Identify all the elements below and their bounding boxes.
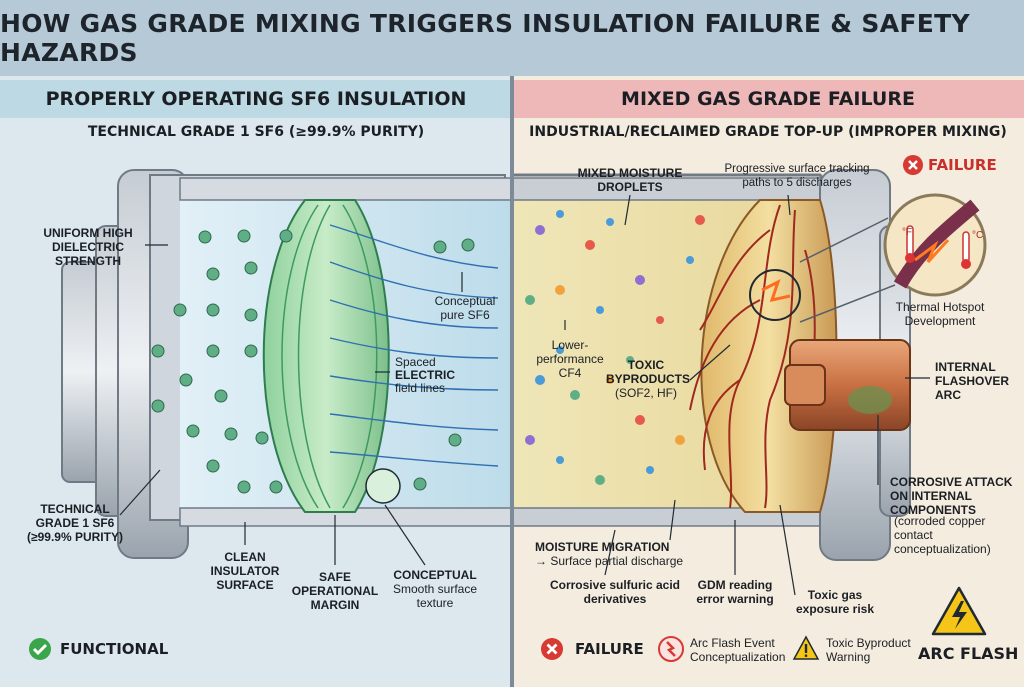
unit-celsius: °C [972,230,984,241]
label-toxic-byproducts: TOXIC BYPRODUCTS [606,358,691,386]
corroded-conductor [784,339,911,431]
label-internal-flashover: INTERNAL FLASHOVER ARC [935,360,1010,402]
leader-lines [119,194,930,596]
label-smooth-texture: Smooth surface texture [392,582,478,610]
label-tracking-paths: Progressive surface tracking paths to 5 … [724,163,870,189]
label-corroded-copper: (corroded copper contact conceptualizati… [894,514,991,556]
degraded-insulator-disc [689,199,838,513]
x-circle-icon [902,154,924,181]
label-moisture-droplets: MIXED MOISTURE DROPLETS [577,166,683,194]
right-heading: MIXED GAS GRADE FAILURE [621,88,915,110]
right-subheading: INDUSTRIAL/RECLAIMED GRADE TOP-UP (IMPRO… [529,124,1007,140]
label-moisture-migration: MOISTURE MIGRATION [535,540,670,554]
label-uniform-dielectric: UNIFORM HIGH DIELECTRIC STRENGTH [43,226,133,268]
label-field-lines-text: field lines [395,381,446,395]
clean-insulator-disc [262,199,401,513]
failure-badge: FAILURE [928,156,997,174]
check-circle-icon [28,637,52,666]
label-lower-performance: Lower- performance CF4 [536,338,604,380]
mixed-gas-particles [525,210,705,485]
label-field-lines-electric: ELECTRIC [395,368,455,382]
left-heading: PROPERLY OPERATING SF6 INSULATION [45,88,467,110]
sf6-molecules [151,229,475,494]
label-pure-sf6: Conceptual pure SF6 [434,294,496,322]
label-arc-flash: ARC FLASH [918,644,1019,663]
left-heading-bar [0,80,512,118]
status-functional: FUNCTIONAL [60,640,169,658]
high-voltage-warning-icon [930,585,988,642]
label-toxic-gas: Toxic gas exposure risk [795,588,875,616]
unit-fahrenheit: °F [902,227,913,238]
label-sulfuric-acid: Corrosive sulfuric acid derivatives [549,578,681,606]
label-partial-discharge: → Surface partial discharge [535,554,684,568]
label-toxic-formula: (SOF2, HF) [615,386,677,400]
label-technical-grade: TECHNICAL GRADE 1 SF6 (≥99.9% PURITY) [27,502,123,544]
label-corrosive-attack: CORROSIVE ATTACK ON INTERNAL COMPONENTS [890,475,1013,517]
warning-triangle-icon [792,635,820,666]
electric-field-lines [329,224,499,467]
label-conceptual: CONCEPTUAL [393,568,477,582]
panel-divider [510,76,514,687]
label-gdm-error: GDM reading error warning [696,578,774,606]
left-subheading: TECHNICAL GRADE 1 SF6 (≥99.9% PURITY) [87,124,425,140]
x-circle-icon [540,637,564,666]
label-clean-insulator: CLEAN INSULATOR SURFACE [210,550,280,592]
status-failure: FAILURE [575,640,644,658]
label-field-lines-spaced: Spaced [395,355,436,369]
page-title: HOW GAS GRADE MIXING TRIGGERS INSULATION… [0,9,970,67]
title-banner: HOW GAS GRADE MIXING TRIGGERS INSULATION… [0,0,1024,76]
arc-flash-icon [658,636,684,667]
surface-magnifier [365,468,401,504]
label-toxic-warning: Toxic Byproduct Warning [826,636,911,664]
label-safe-margin: SAFE OPERATIONAL MARGIN [291,570,379,612]
label-arc-flash-event: Arc Flash Event Conceptualization [690,636,786,664]
right-heading-bar [512,80,1024,118]
label-thermal-hotspot: Thermal Hotspot Development [895,300,985,328]
thermal-hotspot-magnifier [799,193,987,323]
